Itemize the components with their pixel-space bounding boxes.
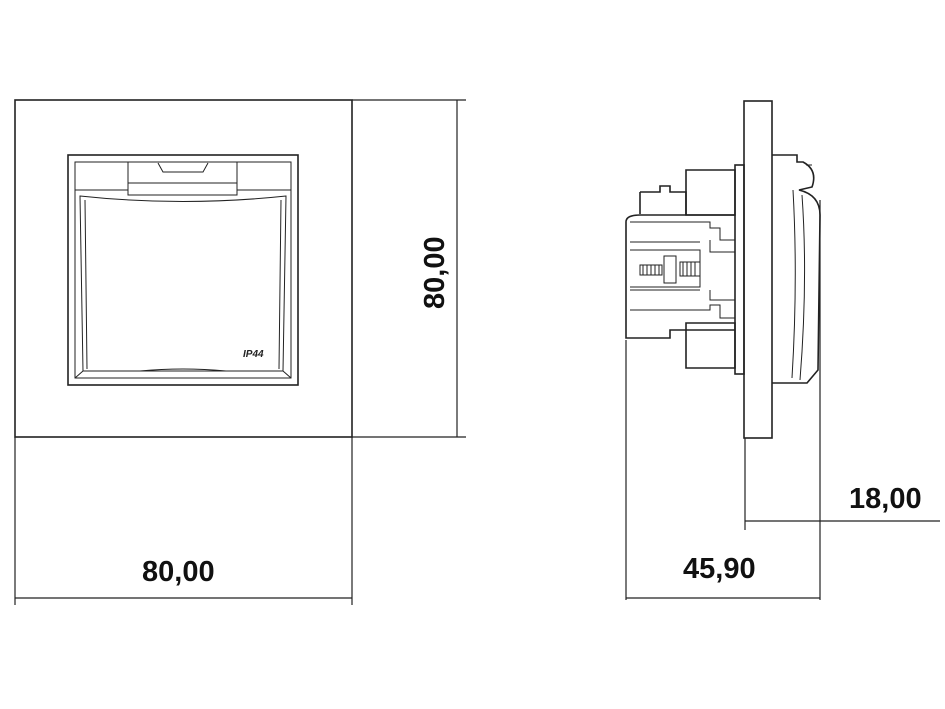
side-view bbox=[625, 100, 821, 439]
socket-bezel bbox=[74, 161, 292, 379]
front-cover bbox=[772, 154, 821, 384]
dimension-lines bbox=[14, 99, 940, 605]
lid-cover bbox=[79, 195, 287, 372]
dimension-front-width: 80,00 bbox=[142, 556, 215, 588]
dimension-side-front: 18,00 bbox=[849, 483, 922, 515]
hinge-strip bbox=[75, 162, 291, 196]
mounting-claws bbox=[685, 169, 736, 369]
dimension-side-depth: 45,90 bbox=[683, 553, 756, 585]
terminal-screw-right bbox=[679, 261, 701, 277]
front-view: IP44 bbox=[14, 99, 353, 438]
socket-body bbox=[625, 214, 735, 339]
dimension-front-height: 80,00 bbox=[419, 236, 451, 309]
support-plate bbox=[734, 164, 745, 375]
frame-plate bbox=[743, 100, 773, 439]
outer-frame bbox=[14, 99, 353, 438]
lid-latch bbox=[157, 162, 209, 173]
ip-rating-mark: IP44 bbox=[243, 349, 264, 360]
inner-frame bbox=[67, 154, 299, 386]
